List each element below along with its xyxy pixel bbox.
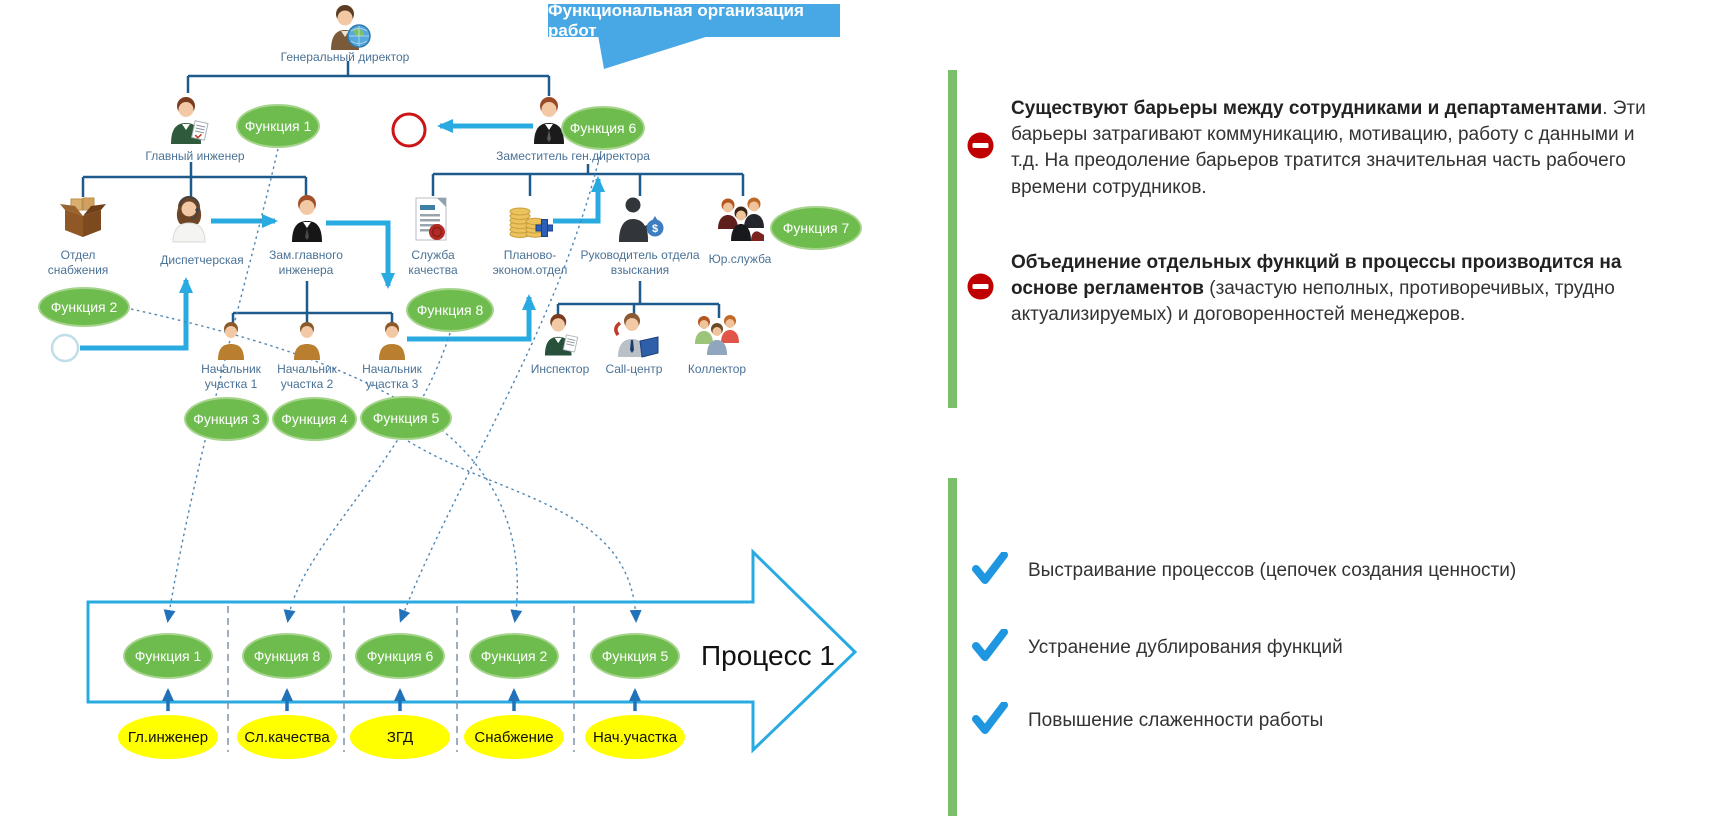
benefit-item: Устранение дублирования функций (972, 628, 1672, 667)
label-site3: Начальник участка 3 (362, 362, 422, 392)
checkmark-icon (972, 551, 1008, 590)
function-6-bubble: Функция 6 (561, 106, 645, 150)
process-step-function: Функция 6 (355, 633, 445, 679)
deputy-chief-engineer-icon (284, 194, 330, 251)
operator-headset-icon (167, 194, 211, 249)
benefit-item: Повышение слаженности работы (972, 701, 1672, 740)
label-site1: Начальник участка 1 (201, 362, 261, 392)
problem-block: Объединение отдельных функций в процессы… (967, 250, 1667, 329)
site-manager-2-icon (290, 321, 324, 366)
certified-document-icon (412, 196, 452, 249)
problem-text-bold: Объединение отдельных функций в процессы… (1011, 252, 1622, 300)
label-site2: Начальник участка 2 (277, 362, 337, 392)
process-step-function: Функция 2 (469, 633, 559, 679)
org-tree-lines (81, 61, 745, 327)
svg-text:$: $ (652, 223, 658, 235)
benefit-text: Выстраивание процессов (цепочек создания… (1028, 560, 1517, 581)
label-quality: Служба качества (408, 248, 458, 278)
open-box-icon (59, 194, 107, 243)
owner-arrows (162, 688, 641, 711)
process-step-owner: Нач.участка (585, 715, 685, 759)
callout-title-text: Функциональная организация работ (548, 0, 804, 40)
chief-engineer-icon (165, 96, 211, 153)
process-title: Процесс 1 (701, 640, 835, 671)
function-7-bubble: Функция 7 (770, 206, 862, 250)
no-entry-icon (967, 273, 994, 305)
no-entry-icon (967, 132, 994, 164)
problem-block: Существуют барьеры между сотрудниками и … (967, 96, 1667, 201)
label-legal: Юр.служба (708, 252, 772, 266)
problem-text: Объединение отдельных функций в процессы… (1011, 252, 1622, 326)
green-divider-top (948, 70, 957, 408)
process-step-function: Функция 5 (590, 633, 680, 679)
site-manager-3-icon (375, 321, 409, 366)
process-step-owner: Гл.инженер (118, 715, 218, 759)
checkmark-icon (972, 628, 1008, 667)
function-4-bubble: Функция 4 (272, 397, 357, 441)
inspector-icon (538, 313, 582, 364)
callout-title: Функциональная организация работ (548, 1, 840, 40)
benefit-item: Выстраивание процессов (цепочек создания… (972, 551, 1672, 590)
arrow-circle-to-dispatch (80, 277, 193, 351)
money-bag-person-icon: $ (616, 197, 664, 248)
problem-text: Существуют барьеры между сотрудниками и … (1011, 98, 1646, 198)
director-with-globe-icon (324, 4, 372, 59)
process-step-owner: Снабжение (464, 715, 564, 759)
label-deputy-director: Заместитель ген.директора (496, 149, 650, 163)
benefit-text: Повышение слаженности работы (1028, 710, 1324, 731)
red-highlight-circle (391, 112, 427, 148)
label-callcenter: Call-центр (605, 362, 663, 376)
green-divider-bottom (948, 478, 957, 816)
arrow-planning-up (553, 176, 605, 224)
label-collector: Коллектор (687, 362, 747, 376)
problem-text-bold: Существуют барьеры между сотрудниками и … (1011, 98, 1603, 119)
function-8-bubble: Функция 8 (406, 288, 494, 332)
function-5-bubble: Функция 5 (360, 396, 452, 440)
process-step-owner: Сл.качества (237, 715, 337, 759)
arrow-depchief-to-f8 (326, 220, 395, 289)
checkmark-icon (972, 701, 1008, 740)
function-3-bubble: Функция 3 (184, 397, 269, 441)
label-gendir: Генеральный директор (280, 50, 410, 64)
label-inspector: Инспектор (530, 362, 590, 376)
deputy-director-icon (526, 96, 572, 153)
function-2-bubble: Функция 2 (38, 287, 130, 327)
label-dispatch: Диспетчерская (160, 253, 244, 267)
collector-people-group-icon (693, 314, 741, 361)
benefit-text: Устранение дублирования функций (1028, 637, 1343, 658)
process-step-owner: ЗГД (350, 715, 450, 759)
process-arrow-shape (86, 548, 858, 754)
label-chief-engineer: Главный инженер (145, 149, 245, 163)
faint-highlight-circle (50, 333, 80, 363)
process-step-function: Функция 1 (123, 633, 213, 679)
legal-people-group-icon (715, 196, 767, 247)
process-step-function: Функция 8 (242, 633, 332, 679)
label-supply: Отдел снабжения (47, 248, 109, 278)
function-1-bubble: Функция 1 (236, 104, 320, 148)
call-center-icon (612, 313, 660, 364)
label-planning: Планово-эконом.отдел (492, 248, 568, 278)
site-manager-1-icon (214, 321, 248, 366)
process-separators (227, 606, 575, 752)
label-recovery: Руководитель отдела взыскания (580, 248, 700, 278)
coins-plus-icon (507, 198, 554, 245)
label-deputy-chief-engineer: Зам.главного инженера (269, 248, 343, 278)
callout-tail (598, 35, 712, 69)
